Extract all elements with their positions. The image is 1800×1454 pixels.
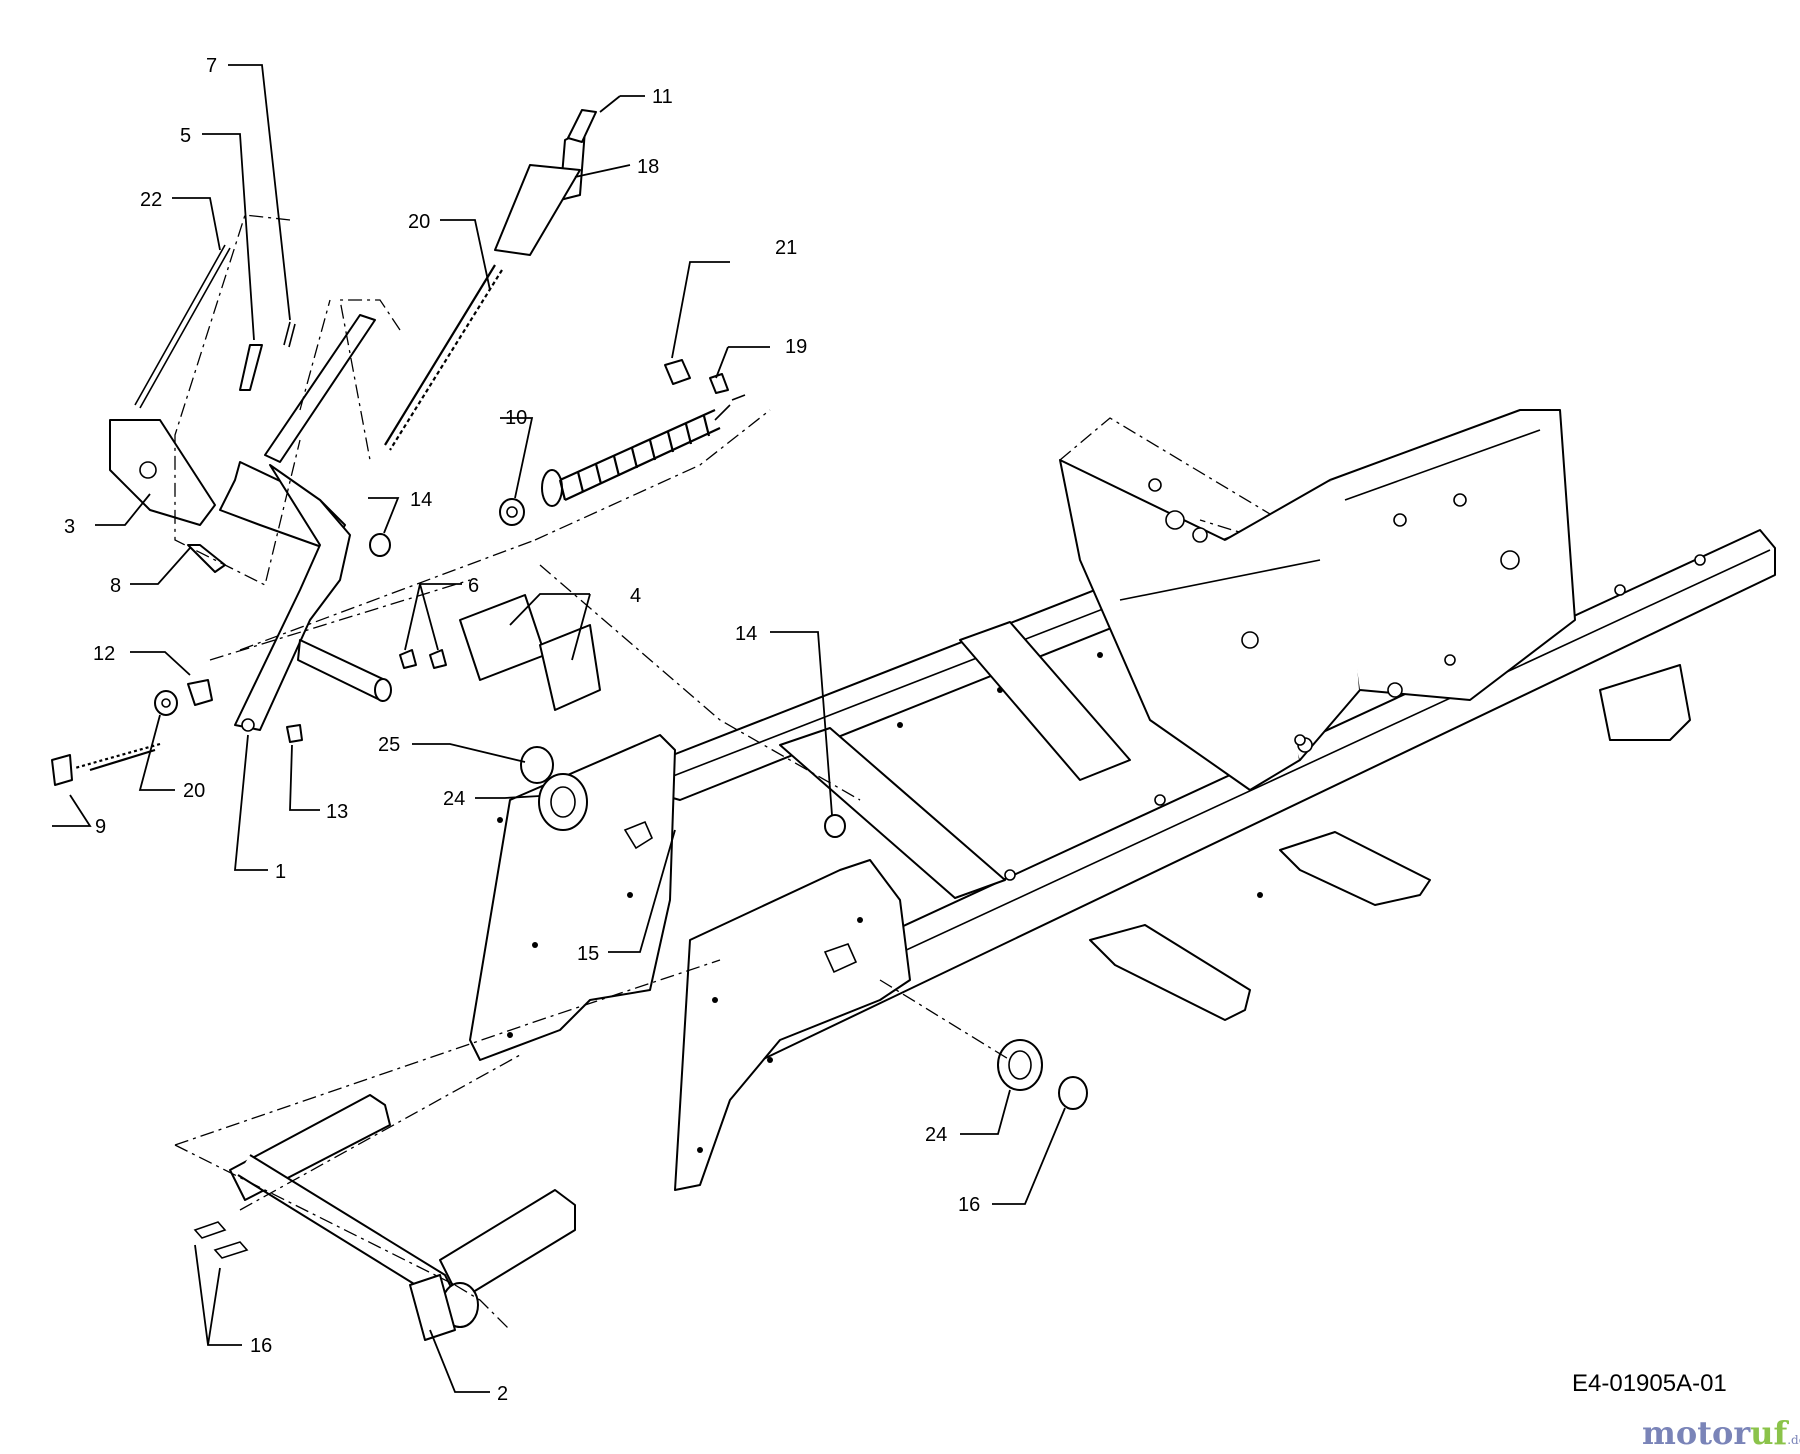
callout-label: 5 <box>180 125 191 147</box>
callout-label: 9 <box>95 816 106 838</box>
nut-19 <box>709 373 729 394</box>
callout-1: 1 <box>234 734 286 883</box>
callout-label: 14 <box>735 623 757 645</box>
callout-label: 16 <box>250 1335 272 1357</box>
callout-label: 4 <box>630 585 641 607</box>
side-plates <box>469 734 911 1191</box>
callout-17: 16 <box>958 1107 1066 1216</box>
callout-9: 9 <box>52 794 106 838</box>
screw-6b <box>429 649 447 669</box>
callout-label: 19 <box>785 336 807 358</box>
drawing-code: E4-01905A-01 <box>1572 1370 1727 1397</box>
nut-12 <box>187 679 213 706</box>
callout-12: 12 <box>93 643 191 676</box>
callout-label: 24 <box>443 788 465 810</box>
callout-label: 8 <box>110 575 121 597</box>
watermark-tld: .de <box>1787 1433 1800 1447</box>
callout-15: 15 <box>577 829 676 965</box>
clip-17 <box>1058 1076 1088 1110</box>
hardware <box>51 533 1088 1110</box>
watermark-brand-accent: uf <box>1750 1414 1788 1452</box>
callout-label: 20 <box>408 211 430 233</box>
callout-20: 20 <box>408 211 491 291</box>
chassis-frame <box>659 409 1776 1076</box>
callout-5: 5 <box>180 125 255 341</box>
callout-label: 24 <box>925 1124 947 1146</box>
callout-24-frame: 24 <box>925 1089 1011 1146</box>
bushing-14-top <box>369 533 391 557</box>
callout-label: 20 <box>183 780 205 802</box>
callout-13: 13 <box>289 744 348 823</box>
front-axle <box>193 1094 576 1341</box>
callout-11: 11 <box>599 86 673 113</box>
bolt-8 <box>187 544 226 573</box>
watermark-logo: motoruf.de <box>1642 1414 1800 1452</box>
callout-16: 16 <box>194 1244 272 1357</box>
callout-label: 11 <box>652 86 673 108</box>
spring-main <box>541 394 746 507</box>
callout-label: 18 <box>637 156 659 178</box>
callout-label: 13 <box>326 801 348 823</box>
callout-label: 22 <box>140 189 162 211</box>
watermark-brand-main: motor <box>1642 1414 1751 1452</box>
nut-13 <box>286 724 303 743</box>
callout-8: 8 <box>110 547 191 597</box>
callout-23: 22 <box>140 189 221 251</box>
eyebolt-22 <box>664 359 691 385</box>
callout-21: 20 <box>138 714 205 802</box>
callout-7: 7 <box>206 55 291 321</box>
callout-label: 15 <box>577 943 599 965</box>
callout-label: 25 <box>378 734 400 756</box>
callout-label: 21 <box>775 237 797 259</box>
callout-label: 2 <box>497 1383 508 1405</box>
callout-22: 21 <box>671 237 797 359</box>
callout-4: 4 <box>509 585 641 661</box>
callout-19: 19 <box>715 336 807 379</box>
bracket-4a <box>459 594 546 681</box>
callout-14-top: 14 <box>368 489 432 534</box>
callout-label: 3 <box>64 516 75 538</box>
callout-label: 14 <box>410 489 432 511</box>
callout-label: 7 <box>206 55 217 77</box>
callout-2: 2 <box>429 1329 508 1405</box>
bracket-4b <box>539 624 601 711</box>
callout-3: 3 <box>64 493 151 538</box>
screw-6a <box>399 649 417 669</box>
alignment-lines <box>174 214 1011 1331</box>
handle-grip-18 <box>494 109 597 256</box>
bushing-14-frame <box>824 814 846 838</box>
callout-10: 10 <box>500 407 534 499</box>
callout-label: 10 <box>505 407 527 429</box>
callout-label: 16 <box>958 1194 980 1216</box>
callout-label: 12 <box>93 643 115 665</box>
callout-25: 25 <box>378 734 526 763</box>
callout-18: 18 <box>574 156 659 178</box>
frame-holes <box>854 478 1706 956</box>
callout-label: 1 <box>275 861 286 883</box>
callout-label: 6 <box>468 575 479 597</box>
bushing-25 <box>520 746 554 784</box>
lift-lever <box>109 244 392 732</box>
bolt-head-9 <box>51 754 73 786</box>
springs <box>384 109 746 526</box>
spring-20 <box>384 264 503 451</box>
callout-14-frame: 14 <box>735 623 833 816</box>
callout-24-left: 24 <box>443 788 541 810</box>
callout-6: 6 <box>404 575 479 651</box>
